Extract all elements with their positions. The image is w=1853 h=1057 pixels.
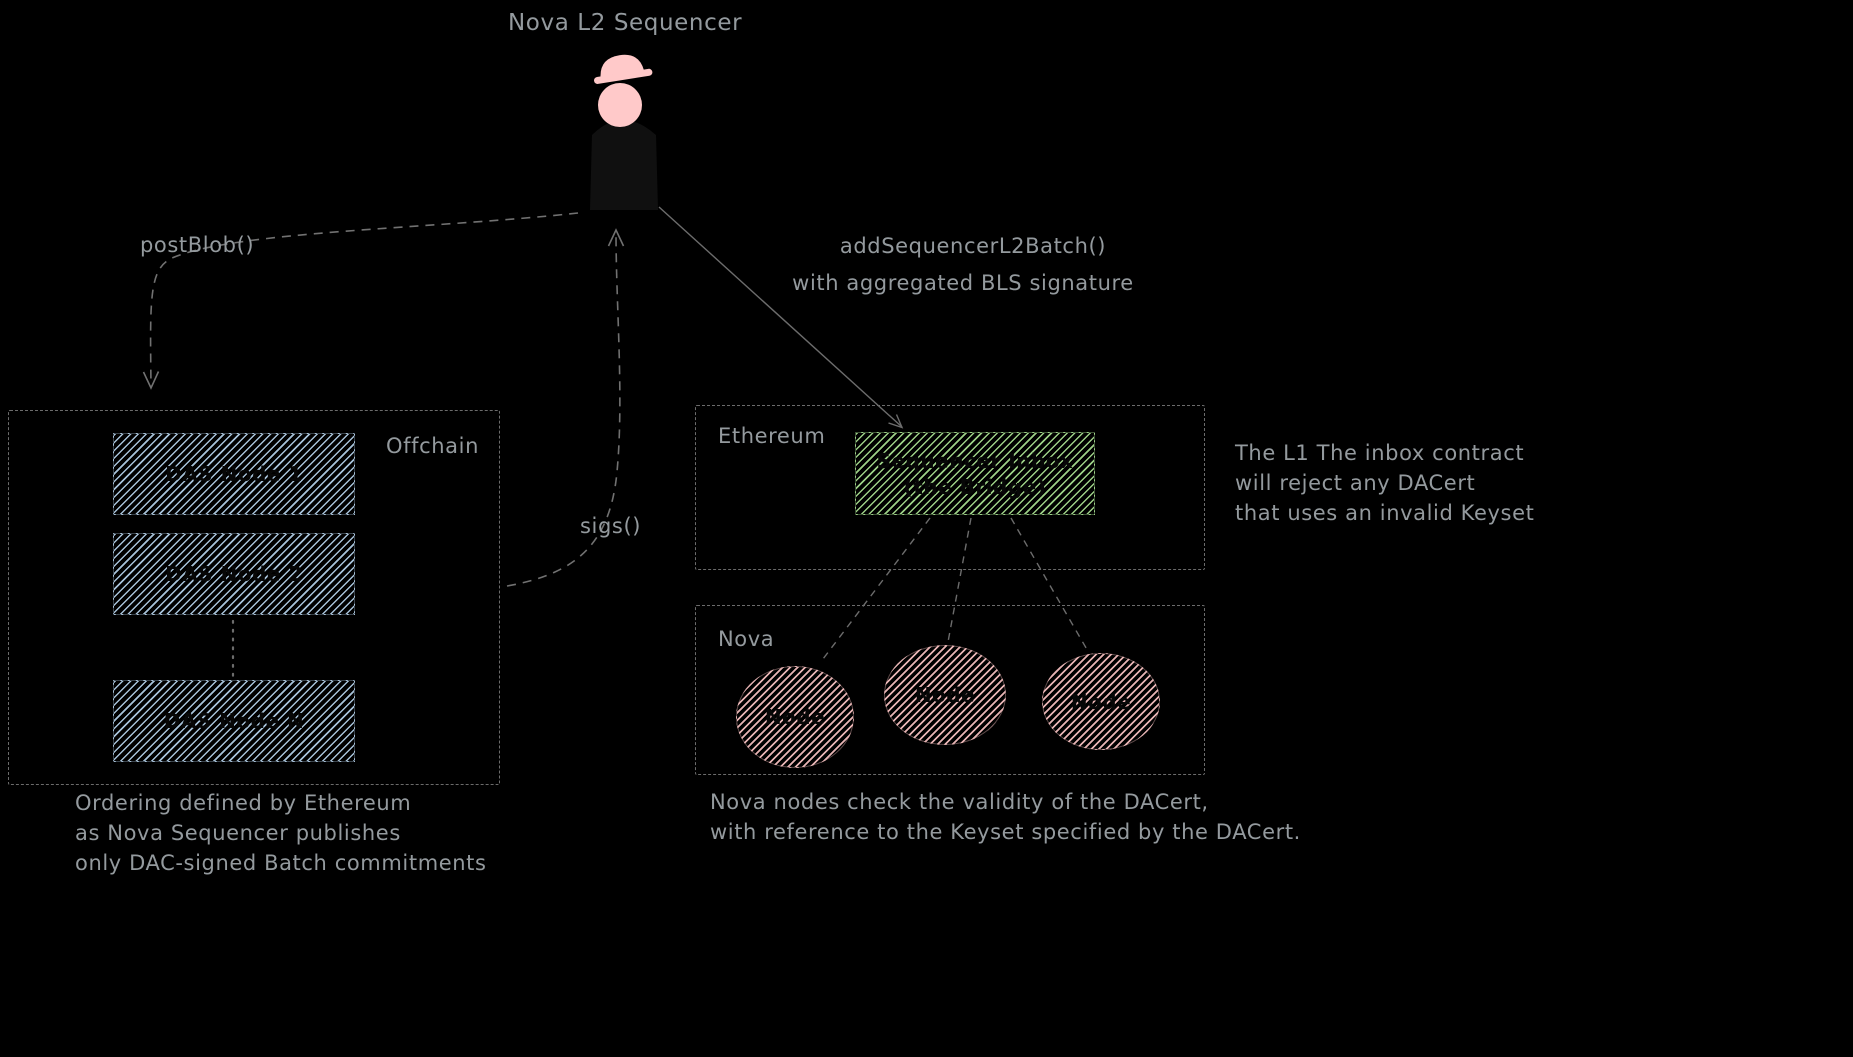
- das-node-2-box: DAS Node 2: [113, 533, 355, 615]
- validity-note-line2: with reference to the Keyset specified b…: [710, 820, 1301, 844]
- sequencer-inbox-box: Sequencer Inbox (the Bridge): [855, 432, 1095, 515]
- nova-node-3: Node: [1042, 653, 1160, 750]
- keyset-note-line1: The L1 The inbox contract: [1235, 441, 1525, 465]
- ethereum-group-box: [695, 405, 1205, 570]
- das-node-n-label: DAS Node N: [163, 709, 305, 733]
- nova-group-box: [695, 605, 1205, 775]
- sequencer-title: Nova L2 Sequencer: [508, 10, 743, 36]
- nova-node-3-label: Node: [1070, 689, 1132, 714]
- ordering-note-line1: Ordering defined by Ethereum: [75, 791, 412, 815]
- person-hat: [594, 54, 653, 84]
- person-head: [598, 83, 642, 127]
- das-node-2-label: DAS Node 2: [165, 562, 303, 586]
- keyset-note-line2: will reject any DACert: [1235, 471, 1476, 495]
- ordering-note-line3: only DAC-signed Batch commitments: [75, 851, 487, 875]
- sequencer-person-icon: [590, 54, 658, 210]
- das-node-1-box: DAS Node 1: [113, 433, 355, 515]
- offchain-label: Offchain: [386, 434, 479, 458]
- sequencer-inbox-label-line2: (the Bridge): [903, 474, 1047, 499]
- offchain-group-box: [8, 410, 500, 785]
- addbatch-label-line1: addSequencerL2Batch(): [839, 234, 1107, 258]
- sequencer-inbox-label-line1: Sequencer Inbox: [876, 448, 1074, 473]
- sigs-label: sigs(): [580, 514, 642, 538]
- ethereum-label: Ethereum: [718, 424, 826, 448]
- keyset-note-line3: that uses an invalid Keyset: [1235, 501, 1535, 525]
- postblob-label: postBlob(): [140, 233, 255, 257]
- validity-note-line1: Nova nodes check the validity of the DAC…: [710, 790, 1209, 814]
- person-torso: [590, 120, 658, 210]
- nova-node-2-label: Node: [914, 683, 976, 707]
- nova-node-2: Node: [884, 645, 1006, 745]
- das-node-1-label: DAS Node 1: [165, 462, 303, 486]
- nova-node-1-label: Node: [764, 705, 826, 729]
- nova-node-1: Node: [736, 666, 854, 768]
- addbatch-label-line2: with aggregated BLS signature: [792, 271, 1134, 295]
- nova-label: Nova: [718, 627, 775, 651]
- das-node-n-box: DAS Node N: [113, 680, 355, 762]
- ordering-note-line2: as Nova Sequencer publishes: [75, 821, 401, 845]
